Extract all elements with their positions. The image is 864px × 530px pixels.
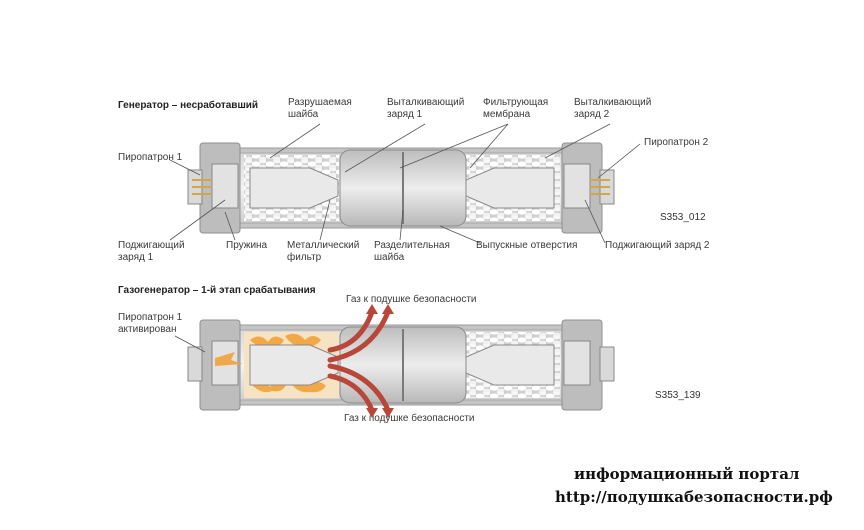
label-line: Разделительная xyxy=(374,240,450,251)
generator-1 xyxy=(169,123,641,244)
generator-2 xyxy=(174,304,615,418)
gas-arrow-icons xyxy=(327,309,391,413)
label-line: мембрана xyxy=(483,109,531,120)
diagram2-title: Газогенератор – 1-й этап срабатывания xyxy=(118,285,316,296)
squib-1-icon xyxy=(187,163,239,209)
label-line: заряд 1 xyxy=(387,109,423,120)
label-gas-bottom: Газ к подушке безопасности xyxy=(344,413,475,424)
label-line: шайба xyxy=(374,252,405,263)
diagram1-title: Генератор – несработавший xyxy=(118,100,259,111)
label-igniter-2: Поджигающий заряд 2 xyxy=(605,240,710,251)
label-line: шайба xyxy=(288,109,319,120)
leader-lines-2 xyxy=(174,335,206,353)
footer-line-1: информационный портал xyxy=(574,465,800,483)
metal-filter-1 xyxy=(249,167,339,209)
label-igniter-1: Поджигающий заряд 1 xyxy=(118,240,185,264)
label-line: Поджигающий xyxy=(118,240,185,251)
label-destructible-washer: Разрушаемая шайба xyxy=(288,97,352,121)
label-outlet-holes: Выпускные отверстия xyxy=(476,240,578,251)
gas-arrowheads xyxy=(366,304,394,418)
label-line: фильтр xyxy=(287,252,322,263)
label-squib-1: Пиропатрон 1 xyxy=(118,152,183,163)
label-line: активирован xyxy=(118,324,177,335)
label-line: Выталкивающий xyxy=(387,97,465,108)
label-line: заряд 1 xyxy=(118,252,154,263)
label-line: Фильтрующая xyxy=(483,97,549,108)
label-line: Разрушаемая xyxy=(288,97,352,108)
leader-lines-1 xyxy=(169,123,641,244)
squib-2-icon xyxy=(563,163,615,209)
label-metal-filter: Металлический фильтр xyxy=(287,240,359,264)
label-spring: Пружина xyxy=(226,240,268,251)
metal-filter-2 xyxy=(465,167,555,209)
diagram1-code: S353_012 xyxy=(660,212,706,223)
label-line: Металлический xyxy=(287,240,360,251)
diagram2-code: S353_139 xyxy=(655,390,701,401)
label-separator-washer: Разделительная шайба xyxy=(374,240,450,264)
label-filter-membrane: Фильтрующая мембрана xyxy=(483,97,548,121)
label-gas-top: Газ к подушке безопасности xyxy=(346,294,477,305)
label-line: Выталкивающий xyxy=(574,97,652,108)
squib-2-icon xyxy=(563,340,615,386)
label-push-charge-1: Выталкивающий заряд 1 xyxy=(387,97,464,121)
label-squib-2: Пиропатрон 2 xyxy=(644,137,709,148)
label-squib-1-active: Пиропатрон 1 активирован xyxy=(118,312,182,336)
label-push-charge-2: Выталкивающий заряд 2 xyxy=(574,97,651,121)
footer-line-2: http://подушкабезопасности.рф xyxy=(555,488,833,506)
label-line: заряд 2 xyxy=(574,109,610,120)
label-line: Пиропатрон 1 xyxy=(118,312,183,323)
